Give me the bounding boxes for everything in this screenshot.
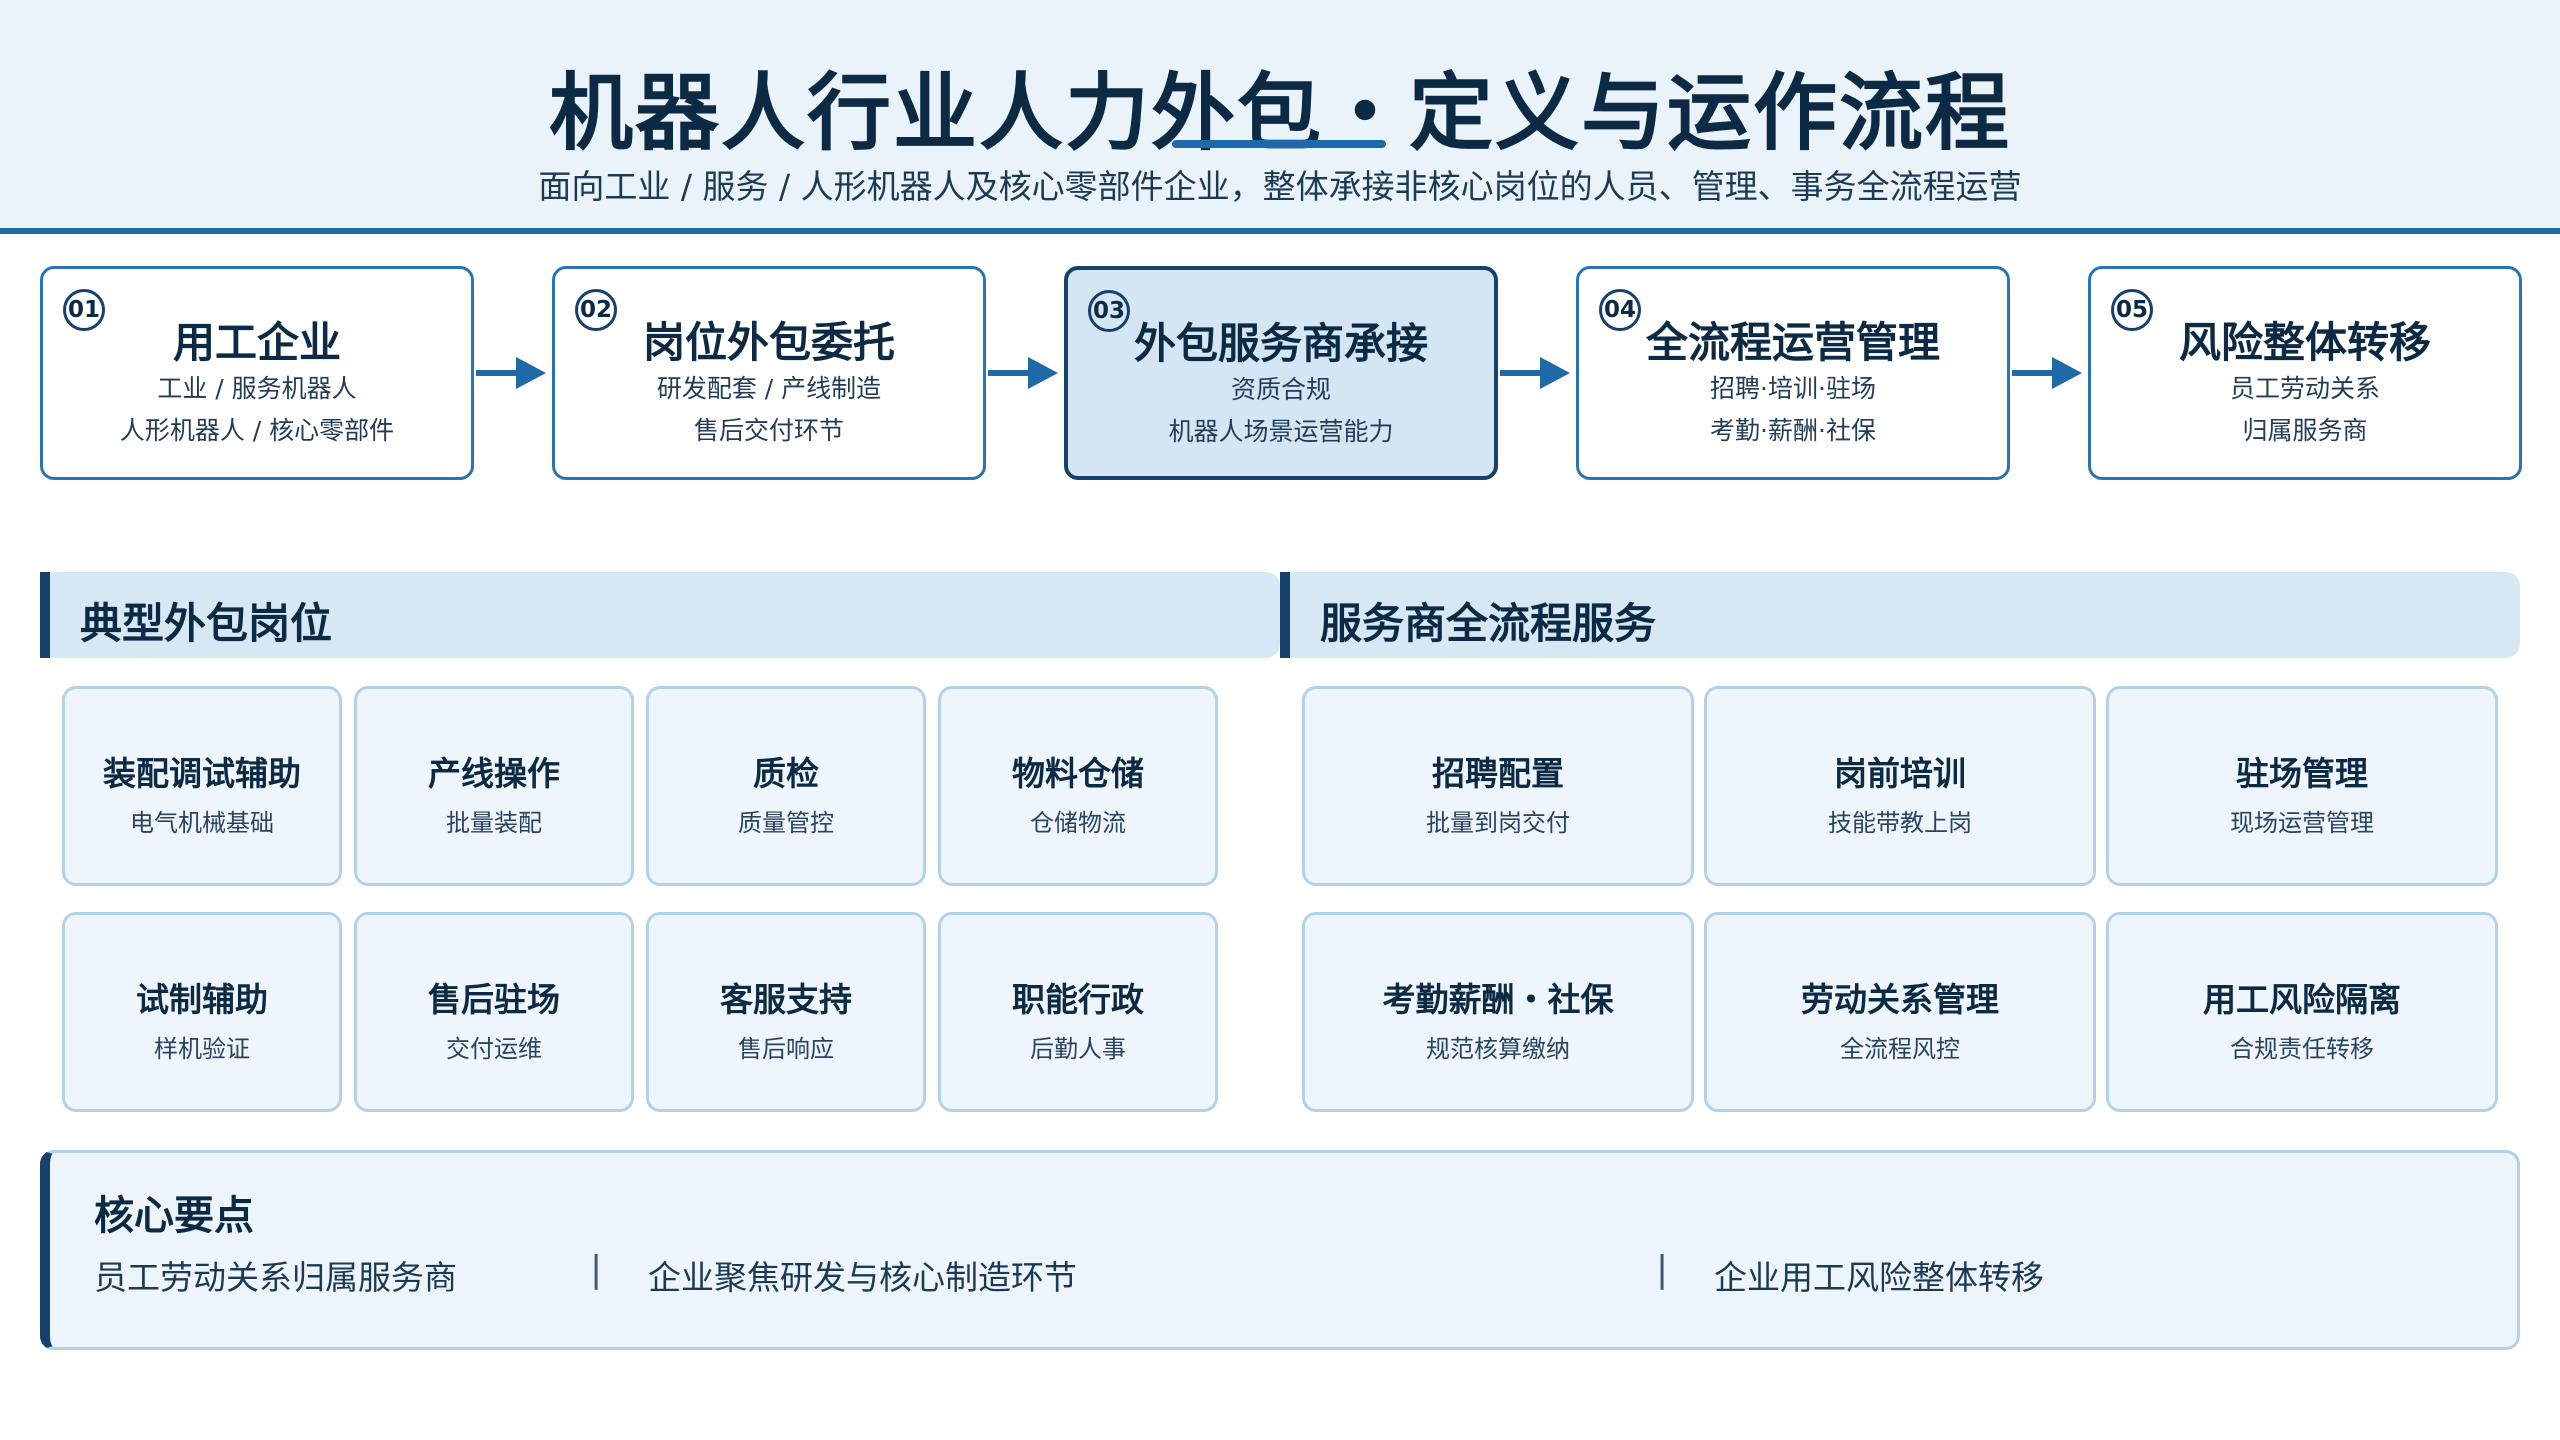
title-underline xyxy=(1172,140,1386,148)
arrow-right-icon xyxy=(1500,357,1570,389)
key-point-item: 员工劳动关系归属服务商 xyxy=(94,1258,457,1297)
card-subtitle: 交付运维 xyxy=(446,1035,542,1063)
card-subtitle: 样机验证 xyxy=(154,1035,250,1063)
step-number: 04 xyxy=(1599,289,1641,331)
step-detail: 归属服务商 xyxy=(2242,416,2368,445)
step-detail: 工业 / 服务机器人 xyxy=(157,374,357,403)
section-header-positions: 典型外包岗位 xyxy=(40,572,1280,658)
service-card: 岗前培训 技能带教上岗 xyxy=(1704,686,2096,886)
step-detail: 机器人场景运营能力 xyxy=(1168,417,1394,446)
card-title: 招聘配置 xyxy=(1432,754,1564,793)
card-title: 装配调试辅助 xyxy=(103,754,301,793)
position-card: 产线操作 批量装配 xyxy=(354,686,634,886)
card-title: 客服支持 xyxy=(720,980,852,1019)
position-card: 售后驻场 交付运维 xyxy=(354,912,634,1112)
service-card: 劳动关系管理 全流程风控 xyxy=(1704,912,2096,1112)
flow-step-2: 02 岗位外包委托 研发配套 / 产线制造 售后交付环节 xyxy=(552,266,986,480)
card-title: 劳动关系管理 xyxy=(1801,980,1999,1019)
card-subtitle: 合规责任转移 xyxy=(2230,1035,2374,1063)
key-point-separator: | xyxy=(1656,1249,1669,1290)
step-detail: 人形机器人 / 核心零部件 xyxy=(119,416,395,445)
flow-step-5: 05 风险整体转移 员工劳动关系 归属服务商 xyxy=(2088,266,2522,480)
arrow-right-icon xyxy=(988,357,1058,389)
card-title: 职能行政 xyxy=(1012,980,1144,1019)
card-title: 质检 xyxy=(753,754,819,793)
step-detail: 售后交付环节 xyxy=(693,416,844,445)
key-points-title: 核心要点 xyxy=(94,1193,254,1239)
flow-step-3: 03 外包服务商承接 资质合规 机器人场景运营能力 xyxy=(1064,266,1498,480)
card-title: 产线操作 xyxy=(428,754,560,793)
card-subtitle: 现场运营管理 xyxy=(2230,809,2374,837)
card-subtitle: 仓储物流 xyxy=(1030,809,1126,837)
service-card: 用工风险隔离 合规责任转移 xyxy=(2106,912,2498,1112)
arrow-right-icon xyxy=(476,357,546,389)
arrow-right-icon xyxy=(2012,357,2082,389)
key-points-panel: 核心要点 员工劳动关系归属服务商 | 企业聚焦研发与核心制造环节 | 企业用工风… xyxy=(40,1150,2520,1350)
card-title: 岗前培训 xyxy=(1834,754,1966,793)
key-point-separator: | xyxy=(590,1249,603,1290)
step-number: 03 xyxy=(1088,290,1130,332)
card-title: 物料仓储 xyxy=(1012,754,1144,793)
step-detail: 资质合规 xyxy=(1230,375,1331,404)
key-point-item: 企业用工风险整体转移 xyxy=(1714,1258,2044,1297)
step-number: 05 xyxy=(2111,289,2153,331)
card-subtitle: 批量装配 xyxy=(446,809,542,837)
card-title: 考勤薪酬・社保 xyxy=(1382,980,1614,1019)
card-title: 试制辅助 xyxy=(136,980,268,1019)
position-card: 装配调试辅助 电气机械基础 xyxy=(62,686,342,886)
card-title: 驻场管理 xyxy=(2236,754,2368,793)
service-card: 驻场管理 现场运营管理 xyxy=(2106,686,2498,886)
position-card: 试制辅助 样机验证 xyxy=(62,912,342,1112)
card-subtitle: 售后响应 xyxy=(738,1035,834,1063)
step-title: 全流程运营管理 xyxy=(1645,318,1940,367)
card-subtitle: 规范核算缴纳 xyxy=(1426,1035,1570,1063)
position-card: 职能行政 后勤人事 xyxy=(938,912,1218,1112)
card-title: 售后驻场 xyxy=(428,980,560,1019)
card-subtitle: 技能带教上岗 xyxy=(1828,809,1972,837)
card-subtitle: 质量管控 xyxy=(738,809,834,837)
key-point-item: 企业聚焦研发与核心制造环节 xyxy=(648,1258,1077,1297)
step-title: 岗位外包委托 xyxy=(642,318,895,367)
position-card: 物料仓储 仓储物流 xyxy=(938,686,1218,886)
step-detail: 员工劳动关系 xyxy=(2229,374,2380,403)
card-subtitle: 后勤人事 xyxy=(1030,1035,1126,1063)
section-header-services: 服务商全流程服务 xyxy=(1280,572,2520,658)
position-card: 质检 质量管控 xyxy=(646,686,926,886)
step-detail: 招聘·培训·驻场 xyxy=(1710,374,1876,403)
section-title: 服务商全流程服务 xyxy=(1320,599,1657,648)
page-title: 机器人行业人力外包・定义与运作流程 xyxy=(548,64,2011,162)
section-title: 典型外包岗位 xyxy=(80,599,333,648)
step-detail: 考勤·薪酬·社保 xyxy=(1710,416,1876,445)
card-subtitle: 批量到岗交付 xyxy=(1426,809,1570,837)
step-number: 02 xyxy=(575,289,617,331)
position-card: 客服支持 售后响应 xyxy=(646,912,926,1112)
service-card: 考勤薪酬・社保 规范核算缴纳 xyxy=(1302,912,1694,1112)
page-subtitle: 面向工业 / 服务 / 人形机器人及核心零部件企业，整体承接非核心岗位的人员、管… xyxy=(538,167,2022,206)
step-detail: 研发配套 / 产线制造 xyxy=(656,374,882,403)
card-title: 用工风险隔离 xyxy=(2203,980,2401,1019)
flow-step-4: 04 全流程运营管理 招聘·培训·驻场 考勤·薪酬·社保 xyxy=(1576,266,2010,480)
card-subtitle: 全流程风控 xyxy=(1840,1035,1960,1063)
step-title: 风险整体转移 xyxy=(2178,318,2431,367)
step-number: 01 xyxy=(63,289,105,331)
card-subtitle: 电气机械基础 xyxy=(130,809,274,837)
step-title: 用工企业 xyxy=(172,318,341,367)
flow-step-1: 01 用工企业 工业 / 服务机器人 人形机器人 / 核心零部件 xyxy=(40,266,474,480)
service-card: 招聘配置 批量到岗交付 xyxy=(1302,686,1694,886)
step-title: 外包服务商承接 xyxy=(1133,319,1428,368)
header: 机器人行业人力外包・定义与运作流程 面向工业 / 服务 / 人形机器人及核心零部… xyxy=(0,0,2560,234)
